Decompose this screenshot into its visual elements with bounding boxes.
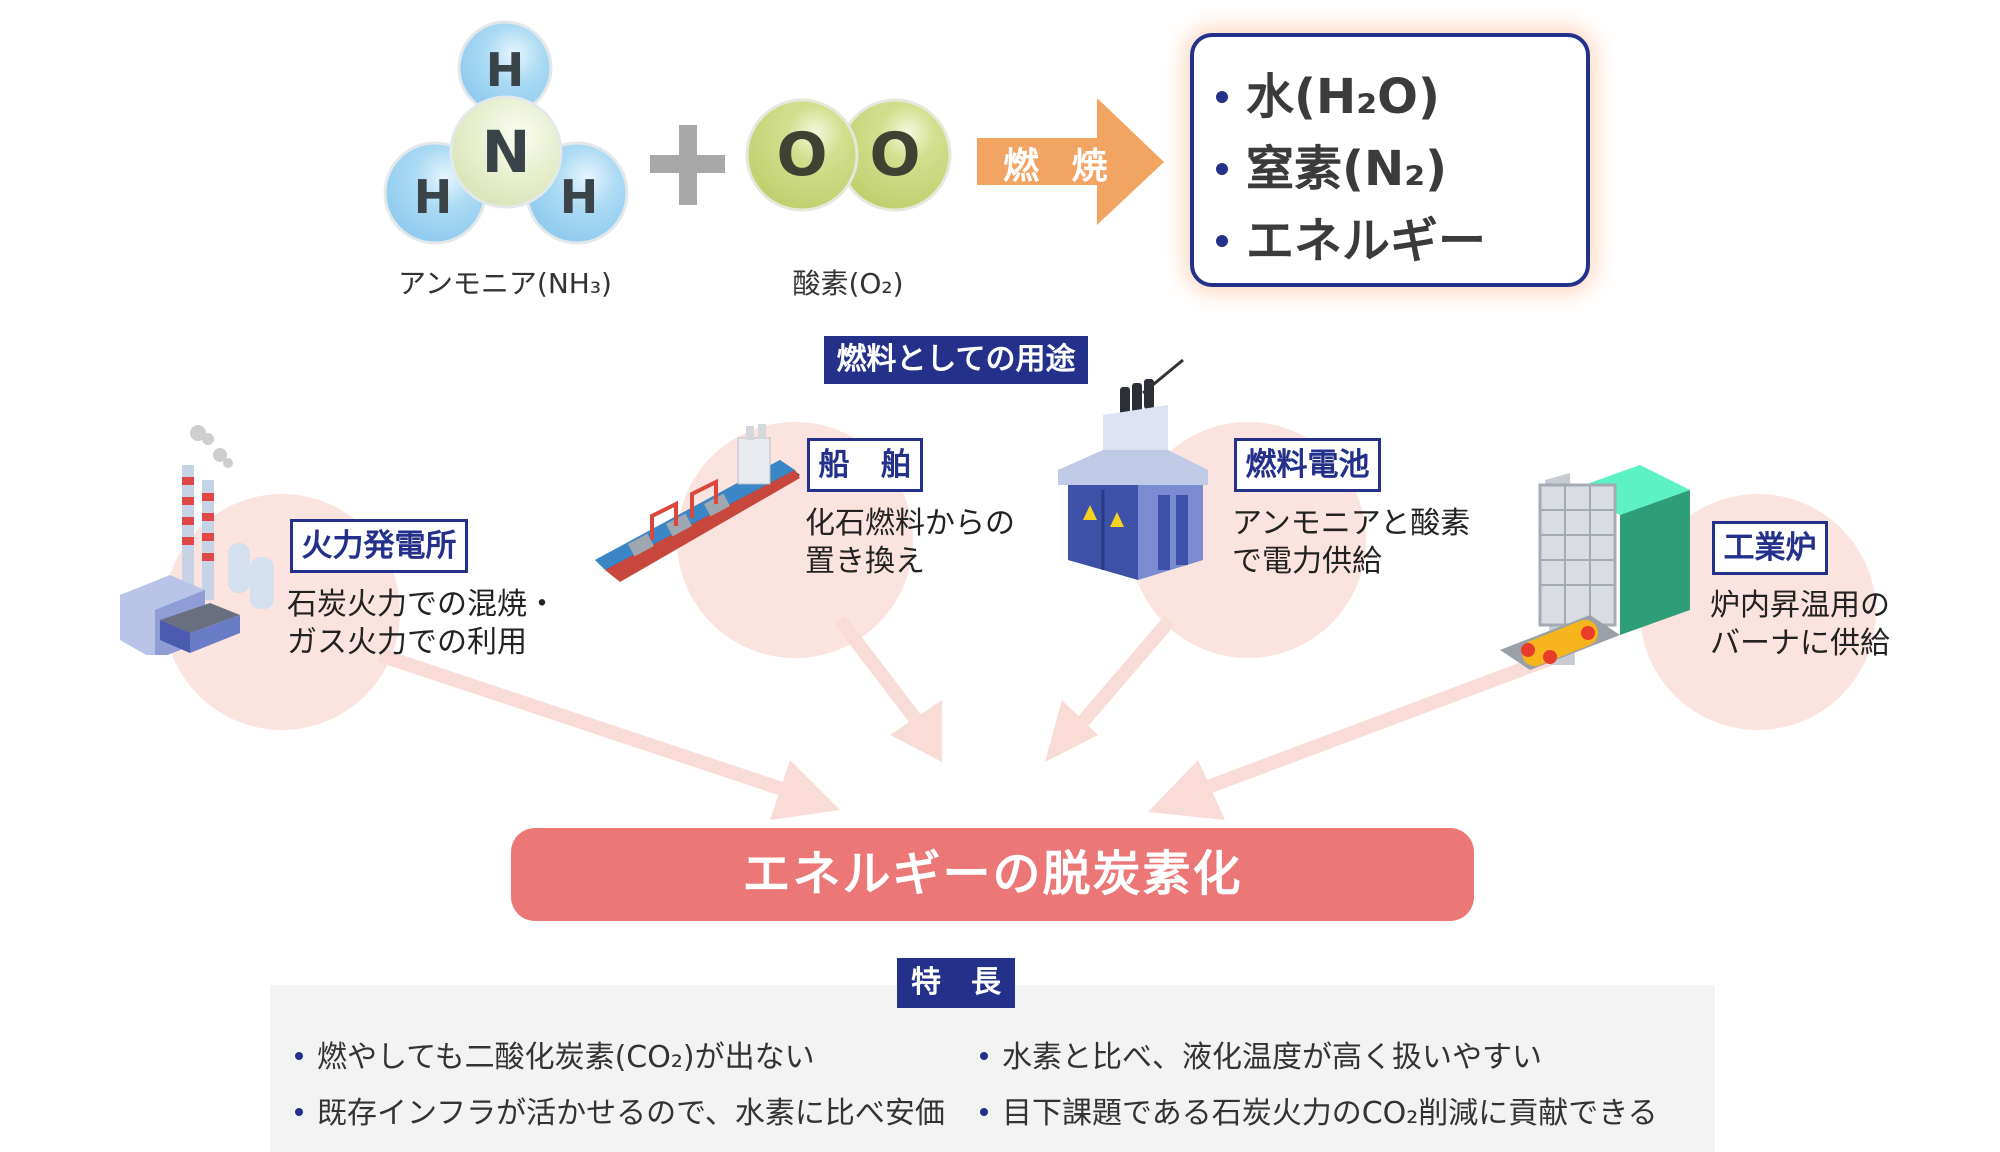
industrial-furnace-icon (1500, 465, 1690, 670)
atom-letter: H (413, 170, 453, 224)
atom-letter: O (869, 120, 921, 190)
atom-letter: O (776, 120, 828, 190)
use-title-power-plant: 火力発電所 (290, 519, 468, 573)
combustion-arrow (977, 98, 1164, 225)
use-title-furnace: 工業炉 (1712, 521, 1828, 575)
bullet-icon (1216, 91, 1228, 103)
use-desc-fuel-cell: アンモニアと酸素 で電力供給 (1232, 506, 1471, 579)
decarbonization-banner: エネルギーの脱炭素化 (511, 828, 1474, 921)
bullet-icon (1216, 235, 1228, 247)
arrow-from-ship (834, 615, 942, 762)
features-panel (270, 985, 1715, 1152)
atom-letter: H (485, 43, 525, 97)
product-item: 水(H₂O) (1216, 61, 1586, 133)
products-box: 水(H₂O) 窒素(N₂) エネルギー (1190, 33, 1590, 287)
feature-item: 既存インフラが活かせるので、水素に比べ安価 (295, 1088, 945, 1132)
oxygen-molecule (745, 98, 952, 212)
feature-item: 水素と比べ、液化温度が高く扱いやすい (980, 1032, 1542, 1076)
plus-icon (650, 125, 725, 205)
ammonia-caption: アンモニア(NH₃) (398, 267, 612, 300)
ammonia-molecule (383, 20, 629, 245)
oxygen-atom-left (745, 98, 859, 212)
oxygen-caption: 酸素(O₂) (792, 267, 904, 300)
use-desc-power-plant: 石炭火力での混焼・ ガス火力での利用 (287, 587, 557, 660)
bullet-icon (1216, 163, 1228, 175)
atom-letter: H (559, 170, 599, 224)
nitrogen-atom (449, 95, 563, 209)
arrow-from-furnace (1148, 648, 1563, 820)
arrow-from-fuel-cell (1045, 615, 1176, 762)
product-item: 窒素(N₂) (1216, 133, 1586, 205)
use-title-ship: 船 舶 (807, 438, 923, 492)
bullet-icon (980, 1107, 988, 1116)
combustion-label: 燃 焼 (1003, 146, 1118, 187)
fuel-cell-icon (1058, 358, 1208, 580)
use-title-fuel-cell: 燃料電池 (1234, 438, 1381, 492)
bullet-icon (295, 1107, 303, 1116)
power-plant-icon (120, 425, 274, 655)
product-item: エネルギー (1216, 205, 1586, 277)
feature-item: 目下課題である石炭火力のCO₂削減に貢献できる (980, 1088, 1658, 1132)
atom-letter: N (481, 118, 531, 186)
feature-item: 燃やしても二酸化炭素(CO₂)が出ない (295, 1032, 815, 1076)
use-desc-ship: 化石燃料からの 置き換え (805, 506, 1015, 579)
bullet-icon (980, 1051, 988, 1060)
use-desc-furnace: 炉内昇温用の バーナに供給 (1710, 588, 1890, 661)
ship-icon (595, 424, 800, 582)
arrow-from-power-plant (377, 648, 840, 820)
uses-heading: 燃料としての用途 (824, 336, 1088, 384)
bullet-icon (295, 1051, 303, 1060)
features-heading: 特 長 (897, 958, 1015, 1008)
